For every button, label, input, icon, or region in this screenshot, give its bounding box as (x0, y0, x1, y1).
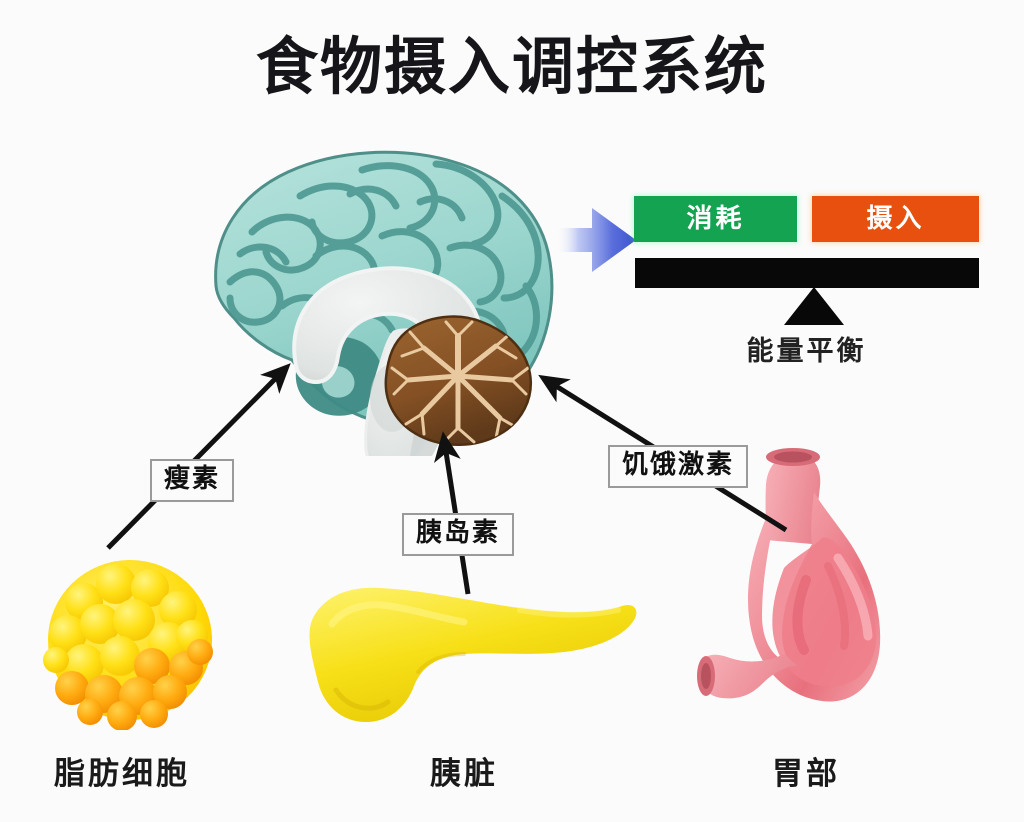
hormone-label-leptin: 瘦素 (150, 459, 235, 503)
energy-balance-panel: 消耗 摄入 能量平衡 (634, 196, 979, 367)
hormone-label-insulin: 胰岛素 (402, 513, 515, 557)
stomach-illustration (688, 448, 888, 730)
energy-balance-caption: 能量平衡 (746, 336, 867, 367)
energy-consume-box: 消耗 (634, 196, 797, 242)
fat-cell-illustration (32, 540, 228, 731)
pancreas-illustration (288, 562, 644, 732)
balance-beam (635, 258, 979, 288)
caption-stomach: 胃部 (772, 756, 840, 792)
caption-pancreas: 胰脏 (430, 756, 498, 792)
energy-intake-box: 摄入 (812, 196, 979, 242)
hormone-label-ghrelin: 饥饿激素 (608, 445, 749, 489)
caption-fat-cell: 脂肪细胞 (54, 756, 190, 792)
brain-illustration (196, 136, 568, 475)
balance-fulcrum-triangle (784, 287, 844, 325)
page-title: 食物摄入调控系统 (255, 30, 768, 103)
blue-arrow (556, 198, 640, 282)
